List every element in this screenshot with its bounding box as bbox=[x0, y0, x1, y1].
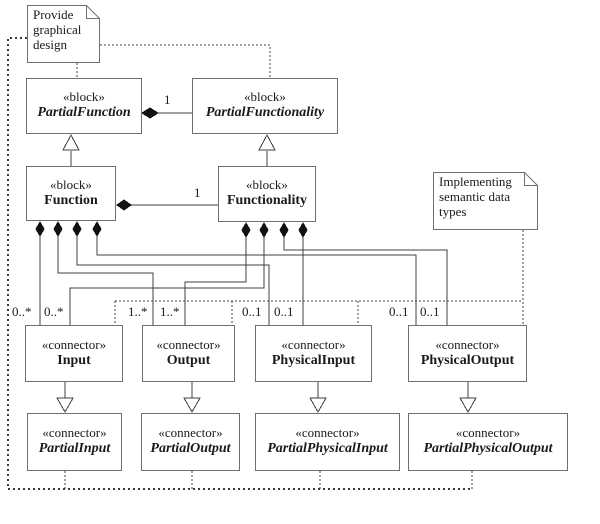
note-text: Provide graphical design bbox=[33, 7, 82, 52]
block-function: «block» Function bbox=[26, 166, 116, 221]
connector-partial-physical-input: «connector» PartialPhysicalInput bbox=[255, 413, 400, 471]
multiplicity-label: 0..1 bbox=[274, 304, 294, 319]
block-name: Functionality bbox=[226, 193, 308, 209]
note-shape bbox=[433, 172, 538, 230]
composition-diamond-icon bbox=[241, 221, 251, 239]
stereotype-label: «block» bbox=[50, 176, 92, 192]
note-anchor-partialfunctionality bbox=[100, 44, 271, 78]
stereotype-label: «connector» bbox=[435, 336, 500, 352]
composition-diamond-icon bbox=[259, 221, 269, 239]
note-fold-icon bbox=[86, 5, 100, 19]
edge-function-physicaloutput bbox=[96, 236, 417, 325]
block-partial-functionality: «block» PartialFunctionality bbox=[192, 78, 338, 134]
stereotype-label: «connector» bbox=[158, 425, 223, 441]
note-text: Implementing semantic data types bbox=[439, 174, 512, 219]
block-functionality: «block» Functionality bbox=[218, 166, 316, 222]
composition-diamond-icon bbox=[116, 199, 132, 211]
edge-functionality-input bbox=[69, 237, 265, 325]
connector-partial-output: «connector» PartialOutput bbox=[141, 413, 240, 471]
note-shape bbox=[27, 5, 100, 63]
connector-partial-physical-output: «connector» PartialPhysicalOutput bbox=[408, 413, 568, 471]
edge-function-physicalinput bbox=[76, 236, 270, 325]
stereotype-label: «block» bbox=[63, 89, 105, 105]
block-name: PartialPhysicalOutput bbox=[423, 441, 553, 457]
note-fold-icon bbox=[524, 172, 538, 186]
block-partial-function: «block» PartialFunction bbox=[26, 78, 142, 134]
connector-input: «connector» Input bbox=[25, 325, 123, 382]
stereotype-label: «connector» bbox=[281, 336, 346, 352]
generalization-arrow-icon bbox=[459, 397, 477, 414]
composition-diamond-icon bbox=[298, 221, 308, 239]
multiplicity-label: 0..* bbox=[12, 304, 32, 319]
composition-diamond-icon bbox=[141, 107, 159, 119]
composition-diamond-icon bbox=[92, 220, 102, 238]
edge-functionality-output bbox=[184, 237, 247, 325]
stereotype-label: «connector» bbox=[156, 336, 221, 352]
block-name: PhysicalOutput bbox=[420, 352, 515, 368]
block-name: Function bbox=[44, 192, 98, 208]
multiplicity-label: 0..1 bbox=[420, 304, 440, 319]
stereotype-label: «connector» bbox=[295, 425, 360, 441]
multiplicity-label: 0..* bbox=[44, 304, 64, 319]
generalization-arrow-icon bbox=[309, 397, 327, 414]
multiplicity-label: 1..* bbox=[128, 304, 148, 319]
block-name: Input bbox=[57, 352, 91, 368]
edge-function-output bbox=[57, 236, 154, 325]
block-name: PartialFunctionality bbox=[205, 105, 325, 121]
connector-output: «connector» Output bbox=[142, 325, 235, 382]
multiplicity-label: 0..1 bbox=[389, 304, 409, 319]
multiplicity-label: 0..1 bbox=[242, 304, 262, 319]
composition-diamond-icon bbox=[72, 220, 82, 238]
connector-physical-output: «connector» PhysicalOutput bbox=[408, 325, 527, 382]
block-name: PartialFunction bbox=[37, 105, 131, 121]
stereotype-label: «block» bbox=[246, 177, 288, 193]
composition-diamond-icon bbox=[279, 221, 289, 239]
stereotype-label: «connector» bbox=[42, 425, 107, 441]
multiplicity-label: 1 bbox=[194, 185, 201, 200]
block-name: PartialPhysicalInput bbox=[267, 441, 388, 457]
generalization-arrow-icon bbox=[56, 397, 74, 414]
note-provide-graphical-design: Provide graphical design bbox=[27, 5, 100, 63]
connector-physical-input: «connector» PhysicalInput bbox=[255, 325, 372, 382]
connector-partial-input: «connector» PartialInput bbox=[27, 413, 122, 471]
edge-functionality-physicaloutput bbox=[283, 237, 448, 325]
stereotype-label: «connector» bbox=[455, 425, 521, 441]
note-implementing-semantic-data-types: Implementing semantic data types bbox=[433, 172, 538, 230]
composition-diamond-icon bbox=[53, 220, 63, 238]
block-name: PartialOutput bbox=[150, 441, 231, 457]
multiplicity-label: 1 bbox=[164, 92, 171, 107]
composition-diamond-icon bbox=[35, 220, 45, 238]
stereotype-label: «block» bbox=[244, 89, 286, 105]
generalization-arrow-icon bbox=[62, 133, 80, 151]
stereotype-label: «connector» bbox=[41, 336, 107, 352]
generalization-arrow-icon bbox=[183, 397, 201, 414]
block-name: PhysicalInput bbox=[271, 352, 356, 368]
block-name: PartialInput bbox=[38, 441, 111, 457]
generalization-arrow-icon bbox=[258, 133, 276, 151]
multiplicity-label: 1..* bbox=[160, 304, 180, 319]
block-name: Output bbox=[166, 352, 211, 368]
